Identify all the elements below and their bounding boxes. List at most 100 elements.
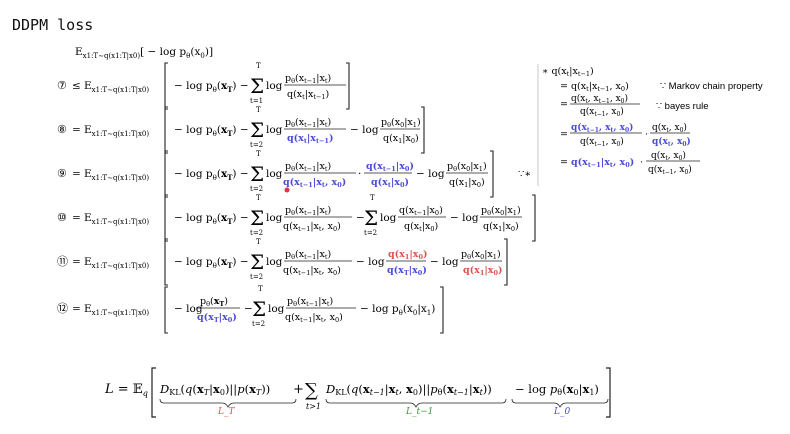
- svg-text:− log: − log: [450, 212, 479, 224]
- label-L0: L_0: [553, 407, 570, 417]
- svg-text:·: ·: [640, 157, 643, 168]
- svg-text:− log pθ(xT) −: − log pθ(xT) −: [174, 80, 249, 94]
- svg-text:log: log: [266, 80, 283, 92]
- svg-text:q(xT|x0): q(xT|x0): [197, 312, 237, 324]
- svg-text:pθ(x0|x1): pθ(x0|x1): [461, 249, 501, 261]
- svg-text:q(xt−1|x0): q(xt−1|x0): [399, 205, 443, 217]
- svg-text:·: ·: [645, 129, 648, 140]
- row-label: ⑨: [57, 167, 67, 180]
- svg-text:T: T: [258, 285, 263, 293]
- svg-text:=: =: [560, 157, 568, 168]
- svg-text:log: log: [266, 168, 283, 180]
- svg-text:q(xt, xt−1, x0): q(xt, xt−1, x0): [571, 93, 628, 105]
- svg-text:T: T: [256, 62, 261, 70]
- svg-text:=: =: [560, 99, 568, 110]
- row-relation: =: [72, 256, 81, 268]
- svg-text:Ex1:T∼q(x1:T|x0): Ex1:T∼q(x1:T|x0): [84, 256, 149, 270]
- svg-text:q(xt−1|xt, x0): q(xt−1|xt, x0): [283, 177, 346, 189]
- svg-text:− log: − log: [416, 168, 445, 180]
- row-7: ⑦ ≤ Ex1:T∼q(x1:T|x0) − log pθ(xT) − Σ T …: [57, 62, 350, 110]
- svg-text:− log pθ(xT) −: − log pθ(xT) −: [174, 212, 249, 226]
- row-label: ⑪: [57, 255, 68, 268]
- svg-text:t=2: t=2: [250, 229, 263, 237]
- svg-text:pθ(xt−1|xt): pθ(xt−1|xt): [285, 73, 331, 85]
- svg-text:q(xt|x0): q(xt|x0): [404, 221, 438, 233]
- row-9: ⑨ = Ex1:T∼q(x1:T|x0) − log pθ(xT) − Σ T …: [57, 150, 531, 198]
- svg-text:q(xt−1, x0): q(xt−1, x0): [648, 164, 692, 176]
- svg-text:log: log: [266, 212, 283, 224]
- svg-text:Σ: Σ: [250, 162, 264, 186]
- svg-text:T: T: [256, 194, 261, 202]
- svg-text:− log pθ(xT) −: − log pθ(xT) −: [174, 168, 249, 182]
- reason-markov: ∵ Markov chain property: [660, 81, 763, 92]
- svg-text:t=1: t=1: [250, 97, 263, 105]
- svg-text:log: log: [268, 303, 285, 315]
- row-label: ⑦: [57, 79, 67, 92]
- row-relation: ≤: [72, 80, 81, 92]
- svg-text:q(xt−1|xt, x0): q(xt−1|xt, x0): [285, 312, 343, 324]
- because-mark: ∵∗: [518, 169, 531, 180]
- row-relation: =: [72, 212, 81, 224]
- svg-text:=: =: [560, 129, 568, 140]
- svg-text:q(x1|x0): q(x1|x0): [483, 221, 519, 233]
- svg-text:q(xt−1, xt, x0): q(xt−1, xt, x0): [571, 122, 633, 134]
- svg-text:Σ: Σ: [250, 206, 264, 230]
- svg-text:t=2: t=2: [364, 229, 377, 237]
- svg-text:q(xt|xt−1): q(xt|xt−1): [287, 133, 333, 145]
- svg-text:Ex1:T∼q(x1:T|x0): Ex1:T∼q(x1:T|x0): [84, 124, 149, 138]
- svg-text:Ex1:T∼q(x1:T|x0)[ − log pθ(x0): Ex1:T∼q(x1:T|x0)[ − log pθ(x0)]: [75, 46, 213, 60]
- svg-text:q(xt−1|xt, x0): q(xt−1|xt, x0): [283, 221, 341, 233]
- svg-text:pθ(xt−1|xt): pθ(xt−1|xt): [287, 296, 333, 308]
- svg-text:q(xt|xt−1): q(xt|xt−1): [287, 89, 329, 101]
- svg-text:q(x1|x0): q(x1|x0): [463, 265, 503, 277]
- svg-text:DKL(q(xt−1|xt, x0)||pθ(xt−1|xt: DKL(q(xt−1|xt, x0)||pθ(xt−1|xt)): [325, 382, 492, 397]
- svg-text:log: log: [266, 124, 283, 136]
- svg-text:q(xt−1, x0): q(xt−1, x0): [580, 136, 624, 148]
- svg-text:pθ(xt−1|xt): pθ(xt−1|xt): [285, 249, 331, 261]
- svg-text:− log pθ(x0|x1): − log pθ(x0|x1): [515, 382, 599, 397]
- svg-text:pθ(x0|x1): pθ(x0|x1): [481, 205, 521, 217]
- svg-text:− log: − log: [174, 303, 203, 315]
- svg-text:pθ(xt−1|xt): pθ(xt−1|xt): [285, 117, 331, 129]
- row-relation: =: [72, 124, 81, 136]
- svg-text:= q(xt|xt−1, x0): = q(xt|xt−1, x0): [560, 81, 629, 93]
- svg-text:T: T: [256, 150, 261, 158]
- svg-text:q(x1|x0): q(x1|x0): [449, 177, 485, 189]
- svg-text:− log pθ(xT) −: − log pθ(xT) −: [174, 124, 249, 138]
- row-8: ⑧ = Ex1:T∼q(x1:T|x0) − log pθ(xT) − Σ T …: [57, 106, 425, 154]
- row-label: ⑩: [57, 211, 67, 224]
- side-note: ∗ q(xt|xt−1) = q(xt|xt−1, x0) ∵ Markov c…: [537, 64, 763, 186]
- svg-text:Σ: Σ: [250, 118, 264, 142]
- svg-text:pθ(xt−1|xt): pθ(xt−1|xt): [285, 161, 331, 173]
- svg-text:Σ: Σ: [250, 250, 264, 274]
- svg-text:Ex1:T∼q(x1:T|x0): Ex1:T∼q(x1:T|x0): [84, 303, 149, 317]
- svg-text:t=2: t=2: [250, 141, 263, 149]
- svg-text:T: T: [256, 106, 261, 114]
- svg-text:t=2: t=2: [250, 273, 263, 281]
- svg-text:Ex1:T∼q(x1:T|x0): Ex1:T∼q(x1:T|x0): [84, 212, 149, 226]
- row-label: ⑧: [57, 123, 67, 136]
- svg-text:Σ: Σ: [252, 297, 266, 321]
- svg-text:Ex1:T∼q(x1:T|x0): Ex1:T∼q(x1:T|x0): [84, 80, 149, 94]
- svg-text:pθ(x0|x1): pθ(x0|x1): [381, 117, 421, 129]
- svg-text:log: log: [266, 256, 283, 268]
- row-10: ⑩ = Ex1:T∼q(x1:T|x0) − log pθ(xT) − Σ T …: [57, 194, 536, 242]
- svg-text:q(xT|x0): q(xT|x0): [387, 265, 427, 277]
- svg-text:Σ: Σ: [364, 206, 378, 230]
- svg-text:DKL(q(xT|x0)||p(xT)): DKL(q(xT|x0)||p(xT)): [159, 382, 270, 397]
- svg-text:q(xt−1, x0): q(xt−1, x0): [580, 106, 624, 118]
- svg-text:q(xt−1|xt, x0): q(xt−1|xt, x0): [283, 265, 341, 277]
- svg-text:pθ(xt−1|xt): pθ(xt−1|xt): [285, 205, 331, 217]
- svg-text:L = 𝔼q: L = 𝔼q: [104, 382, 148, 398]
- svg-text:q(xt, x0): q(xt, x0): [651, 150, 686, 162]
- svg-text:q(xt−1|x0): q(xt−1|x0): [366, 161, 414, 173]
- svg-text:− log: − log: [356, 256, 385, 268]
- svg-text:q(xt, x0): q(xt, x0): [652, 122, 687, 134]
- svg-text:t=2: t=2: [250, 185, 263, 193]
- svg-text:q(xt−1|xt, x0): q(xt−1|xt, x0): [571, 157, 634, 169]
- svg-text:t=2: t=2: [252, 320, 265, 328]
- svg-text:q(x1|x0): q(x1|x0): [388, 249, 428, 261]
- row-12: ⑫ = Ex1:T∼q(x1:T|x0) − log pθ(xT) q(xT|x…: [57, 285, 444, 334]
- row-label: ⑫: [57, 302, 68, 315]
